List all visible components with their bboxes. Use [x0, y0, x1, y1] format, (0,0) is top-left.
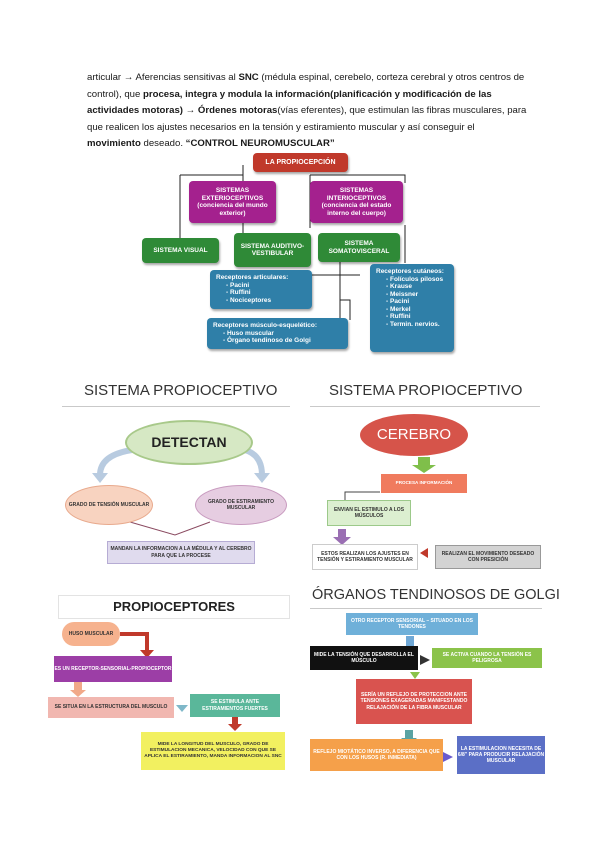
miotatico-node: REFLEJO MIOTÁTICO INVERSO, A DIFERENCIA … — [310, 739, 443, 771]
list-item: Huso muscular — [223, 330, 317, 338]
mide-tension-node: MIDE LA TENSIÓN QUE DESARROLLA EL MÚSCUL… — [310, 646, 418, 670]
receptor-node: ES UN RECEPTOR-SENSORIAL-PROPIOCEPTOR — [54, 656, 172, 682]
tension-node: GRADO DE TENSIÓN MUSCULAR — [65, 485, 153, 525]
list-item: Folículos pilosos — [386, 276, 444, 284]
panel-title: ÓRGANOS TENDINOSOS DE GOLGI — [312, 587, 560, 603]
root-node: LA PROPIOCEPCIÓN — [253, 153, 348, 172]
musculo-title: Receptores músculo-esquelético: — [213, 322, 318, 329]
situa-node: SE SITUA EN LA ESTRUCTURA DEL MUSCULO — [48, 697, 174, 718]
cerebro-node: CEREBRO — [360, 414, 468, 456]
otro-node: OTRO RECEPTOR SENSORIAL – SITUADO EN LOS… — [346, 613, 478, 635]
divider — [310, 406, 540, 407]
envian-node: ENVIAN EL ESTIMULO A LOS MÚSCULOS — [327, 500, 411, 526]
panel-title: PROPIOCEPTORES — [58, 595, 290, 619]
panel-title: SISTEMA PROPIOCEPTIVO — [84, 382, 278, 399]
huso-node: HUSO MUSCULAR — [62, 622, 120, 646]
list-item: Nociceptores — [226, 297, 288, 305]
divider — [62, 406, 290, 407]
cutaneos-title: Receptores cutáneos: — [376, 268, 444, 275]
text-run: (vías eferentes), que estimulan las fibr… — [87, 105, 527, 133]
divider — [310, 608, 542, 609]
list-item: Termin. nervios. — [386, 321, 444, 329]
reflejo-node: SERÍA UN REFLEJO DE PROTECCION ANTE TENS… — [356, 679, 472, 724]
somatovisceral-node: SISTEMA SOMATOVISCERAL — [318, 233, 400, 262]
list-item: Ruffini — [386, 313, 444, 321]
list-item: Merkel — [386, 306, 444, 314]
list-item: Ruffini — [226, 289, 288, 297]
text-run-bold: SNC — [238, 72, 259, 83]
text-run-bold: movimiento — [87, 138, 141, 149]
estiramiento-node: GRADO DE ESTIRAMIENTO MUSCULAR — [195, 485, 287, 525]
list-item: Órgano tendinoso de Golgi — [223, 337, 317, 345]
list-item: Pacini — [226, 282, 288, 290]
text-run-bold: procesa, integra y modula la información… — [87, 88, 492, 117]
mide-node: MIDE LA LONGITUD DEL MUSCULO, GRADO DE E… — [141, 732, 285, 770]
articulares-box: Receptores articulares: Pacini Ruffini N… — [210, 270, 312, 309]
musculo-box: Receptores músculo-esquelético: Huso mus… — [207, 318, 348, 349]
activa-node: SE ACTIVA CUANDO LA TENSIÓN ES PELIGROSA — [432, 648, 542, 668]
text-run-bold: Órdenes motoras — [197, 105, 278, 116]
text-run: deseado. — [140, 138, 186, 149]
procesa-node: PROCESA INFORMACIÓN — [381, 474, 467, 493]
exteroceptivos-node: SISTEMAS EXTERIOCEPTIVOS (conciencia del… — [189, 181, 276, 223]
text-run: (médula espinal, cerebelo, corteza cereb… — [87, 72, 525, 100]
panel-title: SISTEMA PROPIOCEPTIVO — [329, 382, 523, 399]
list-item: Meissner — [386, 291, 444, 299]
auditivo-node: SISTEMA AUDITIVO-VESTIBULAR — [234, 233, 311, 267]
mandan-node: MANDAN LA INFORMACION A LA MÉDULA Y AL C… — [107, 541, 255, 564]
articulares-title: Receptores articulares: — [216, 274, 289, 281]
estimulacion-node: LA ESTIMULACION NECESITA DE 6/8" PARA PR… — [457, 736, 545, 774]
ajustes-node: ESTOS REALIZAN LOS AJUSTES EN TENSIÓN Y … — [312, 544, 418, 570]
estimula-node: SE ESTIMULA ANTE ESTIRAMIENTOS FUERTES — [190, 694, 280, 717]
visual-node: SISTEMA VISUAL — [142, 238, 219, 263]
detectan-node: DETECTAN — [125, 420, 253, 465]
text-run: articular → Aferencias sensitivas al — [87, 72, 239, 83]
list-item: Pacini — [386, 298, 444, 306]
text-run: → — [182, 105, 198, 116]
movimiento-node: REALIZAN EL MOVIMIENTO DESEADO CON PRESI… — [435, 545, 541, 569]
intro-paragraph: articular → Aferencias sensitivas al SNC… — [87, 70, 527, 153]
text-run-bold: “CONTROL NEUROMUSCULAR” — [185, 138, 335, 149]
list-item: Krause — [386, 283, 444, 291]
cutaneos-box: Receptores cutáneos: Folículos pilosos K… — [370, 264, 454, 352]
interoceptivos-node: SISTEMAS INTERIOCEPTIVOS (conciencia del… — [310, 181, 403, 223]
